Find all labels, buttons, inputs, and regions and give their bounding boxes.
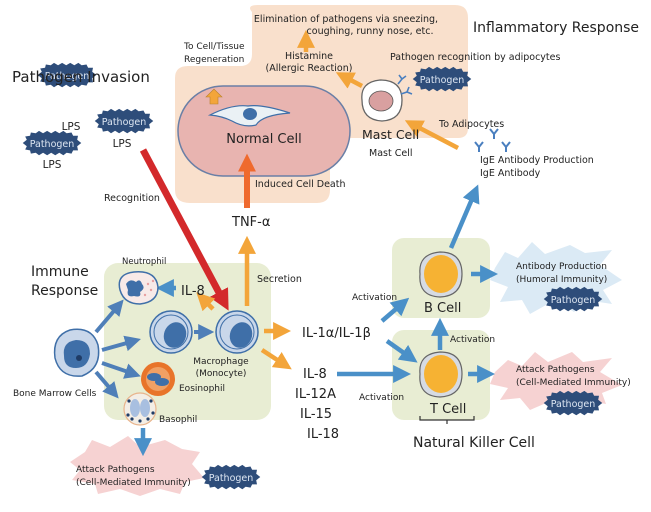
recognition-arrow [139,148,229,311]
svg-text:Pathogen: Pathogen [102,117,147,128]
ige-production-label: IgE Antibody Production [480,155,594,166]
to-mast-cell-arrow [404,120,460,150]
basophil-label: Basophil [159,415,197,425]
antibody-production-label: Antibody Production [516,262,607,272]
macrophage-cell [215,310,259,354]
mast-cell [361,74,413,122]
monocyte-label: (Monocyte) [196,369,247,379]
il18-label: IL-18 [307,427,339,442]
attack-pathogens-left-label: Attack Pathogens [76,465,155,475]
il-group-arrow [260,348,292,370]
allergic-reaction-label: (Allergic Reaction) [266,63,353,74]
recognition-label: Recognition [104,193,160,204]
elimination-label-2: coughing, runny nose, etc. [307,26,434,37]
svg-text:Pathogen: Pathogen [551,399,596,410]
pathogen-icon: Pathogen [412,66,472,92]
bone-marrow-label: Bone Marrow Cells [13,389,97,399]
activation-bt-label: Activation [450,335,495,345]
activation-b-label: Activation [352,293,397,303]
nucleus-icon [243,108,257,120]
pathogen-icon: Pathogen [543,286,603,312]
il8-label: IL-8 [303,367,327,382]
b-cell-label: B Cell [424,301,461,316]
cell-mediated-burst-left [70,436,204,496]
natural-killer-cell-title: Natural Killer Cell [413,435,535,451]
bm-to-monocyte-arrow [101,335,141,352]
il8-arrow [196,292,216,312]
normal-cell-label: Normal Cell [226,132,301,147]
regeneration-arrow-icon [205,88,223,105]
immune-response-title: Immune [31,264,89,280]
cell-mediated-right-label: (Cell-Mediated Immunity) [516,378,631,388]
il1-label: IL-1α/IL-1β [302,326,371,341]
pathogen-icon: Pathogen [37,62,97,88]
svg-text:Pathogen: Pathogen [45,71,90,82]
pathogen-invasion-title: Pathogen Invasion [12,68,150,86]
to-adipocytes-label: To Adipocytes [438,119,504,130]
histamine-arrow [335,72,364,89]
il1-to-b-arrow [380,297,410,323]
secretion-label: Secretion [257,274,302,285]
immune-response-title-2: Response [31,283,98,299]
ige-antibody-icons [474,128,511,152]
t-cell-bracket [419,416,475,424]
tnf-alpha-label: TNF-α [231,215,270,230]
svg-text:Pathogen: Pathogen [30,139,75,150]
svg-text:Pathogen: Pathogen [209,473,254,484]
t-cell [419,351,463,398]
mast-cell-label: Mast Cell [362,127,419,142]
regeneration-label: Regeneration [184,55,244,65]
b-cell [419,251,463,298]
pathogen-icon: Pathogen [94,108,154,134]
monocyte-cell [149,310,193,354]
eosinophil-label: Eosinophil [179,384,225,394]
elimination-label: Elimination of pathogens via sneezing, [254,14,438,25]
pathogen-icon: Pathogen [201,464,261,490]
eosinophil-cell [141,362,175,396]
pathogen-recognition-label: Pathogen recognition by adipocytes [390,52,561,63]
macrophage-label: Macrophage [193,357,249,367]
induced-cell-death-label: Induced Cell Death [255,179,346,190]
neutrophil-cell [118,271,159,305]
ige-antibody-label: IgE Antibody [480,168,541,179]
t-cell-label: T Cell [429,402,466,417]
pathogen-icon: Pathogen [22,130,82,156]
il12a-label: IL-12A [295,387,336,402]
lps-label: LPS [113,138,132,150]
inflammatory-response-title: Inflammatory Response [473,20,639,36]
il15-label: IL-15 [300,407,332,422]
lps-label: LPS [43,159,62,171]
neutrophil-label: Neutrophil [122,257,166,267]
activation-t-label: Activation [359,393,404,403]
normal-cell-shape [177,85,351,177]
svg-text:Pathogen: Pathogen [420,75,465,86]
pathogen-icon: Pathogen [543,390,603,416]
bm-to-neutrophil-arrow [94,299,124,334]
to-cell-tissue-label: To Cell/Tissue [183,42,245,52]
bm-to-eosinophil-arrow [101,361,141,379]
b-to-ige-arrow [448,184,480,249]
histamine-label: Histamine [285,51,333,62]
basophil-cell [123,392,157,426]
bm-to-basophil-arrow [94,370,119,399]
lps-label: LPS [62,121,81,133]
attack-pathogens-right-label: Attack Pathogens [516,365,595,375]
il1-to-t-arrow [385,339,418,363]
mast-cell-sublabel: Mast Cell [369,148,412,159]
il8-neutrophil-label: IL-8 [181,284,205,299]
cell-mediated-left-label: (Cell-Mediated Immunity) [76,478,191,488]
svg-text:Pathogen: Pathogen [551,295,596,306]
humoral-immunity-label: (Humoral Immunity) [516,275,607,285]
bone-marrow-cell [53,328,100,377]
